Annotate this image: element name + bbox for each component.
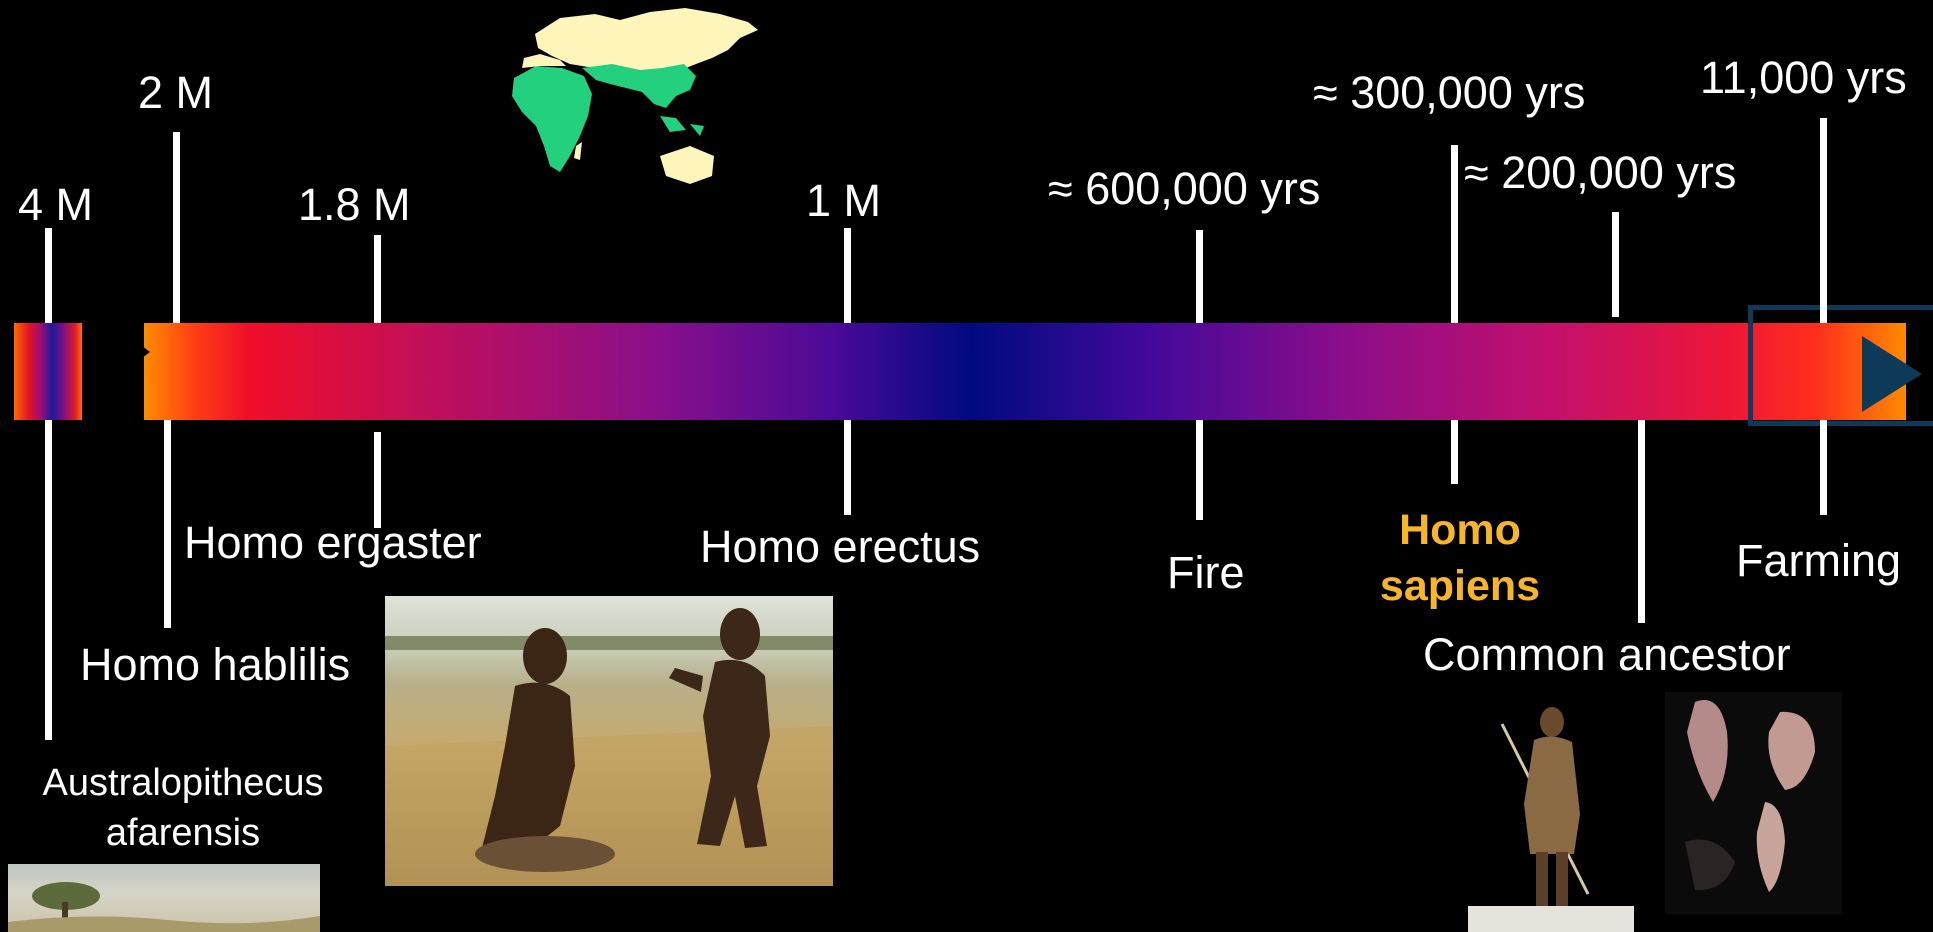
- tree-line: [385, 636, 833, 650]
- stone-tools-photo: [1665, 692, 1842, 914]
- tick-200k-upper: [1612, 212, 1619, 317]
- event-ergaster-label: Homo ergaster: [184, 520, 482, 565]
- hunter-figure: [1468, 694, 1634, 932]
- marker-4m-label: 4 M: [18, 182, 93, 227]
- event-ancestor-label: Common ancestor: [1423, 632, 1791, 677]
- tick-300k-lower: [1451, 420, 1458, 484]
- tick-600k-upper: [1196, 230, 1203, 323]
- marker-2m-label: 2 M: [138, 70, 213, 115]
- marker-18m-label: 1.8 M: [298, 182, 411, 227]
- stone-shadow: [1685, 840, 1735, 891]
- tree-silhouette-icon: [8, 864, 320, 932]
- tick-1m-lower: [844, 420, 851, 515]
- map-land-australia: [660, 146, 714, 184]
- afarensis-line-1: Australopithecus: [8, 758, 358, 808]
- event-erectus-label: Homo erectus: [700, 524, 980, 569]
- map-range-asia: [582, 64, 696, 108]
- marker-200k-label: ≈ 200,000 yrs: [1464, 150, 1736, 195]
- diorama-scene: [385, 596, 833, 886]
- stone-tools-shapes: [1665, 692, 1842, 914]
- tick-4m-lower: [45, 420, 52, 740]
- tick-2m-upper: [173, 132, 180, 323]
- tick-11k-lower: [1820, 420, 1827, 515]
- stone-tool-2: [1768, 712, 1815, 790]
- marker-300k-label: ≈ 300,000 yrs: [1313, 70, 1585, 115]
- stone-tool-1: [1687, 700, 1728, 802]
- map-range-islands: [660, 116, 704, 136]
- hominin-diorama-photo: [385, 596, 833, 886]
- timeline-break-notch: [138, 343, 150, 361]
- tick-600k-lower: [1196, 420, 1203, 520]
- sapiens-line-2: sapiens: [1360, 558, 1560, 614]
- timeline-bar-main: [144, 323, 1906, 420]
- tick-18m-upper: [374, 235, 381, 323]
- arrow-right-icon: [1862, 336, 1922, 412]
- map-landmass-north: [535, 8, 758, 78]
- homo-sapiens-hunter-photo: [1468, 694, 1634, 932]
- event-afarensis-label: Australopithecus afarensis: [8, 758, 358, 858]
- tick-4m-upper: [45, 228, 52, 323]
- timeline-bar-early: [14, 323, 82, 420]
- marker-600k-label: ≈ 600,000 yrs: [1048, 166, 1320, 211]
- event-habilis-label: Homo hablilis: [80, 642, 350, 687]
- world-map-image: [500, 6, 762, 196]
- tick-300k-upper: [1451, 145, 1458, 323]
- marker-11k-label: 11,000 yrs: [1700, 55, 1907, 100]
- event-fire-label: Fire: [1167, 550, 1245, 595]
- carcass-shape: [475, 836, 615, 872]
- event-sapiens-label: Homo sapiens: [1360, 502, 1560, 614]
- tick-2m-lower: [164, 420, 171, 628]
- sapiens-line-1: Homo: [1360, 502, 1560, 558]
- marker-1m-label: 1 M: [806, 178, 881, 223]
- tick-1m-upper: [844, 228, 851, 323]
- australopithecus-photo: [8, 864, 320, 932]
- event-farming-label: Farming: [1736, 538, 1901, 583]
- tick-11k-upper: [1820, 118, 1827, 323]
- afarensis-line-2: afarensis: [8, 808, 358, 858]
- tick-18m-lower: [374, 432, 381, 528]
- tick-200k-lower: [1638, 420, 1645, 623]
- stone-tool-3: [1757, 802, 1785, 892]
